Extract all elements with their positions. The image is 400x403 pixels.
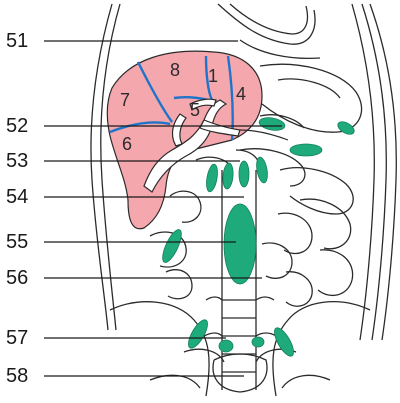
lymph-node xyxy=(271,325,297,359)
callout-57: 57 xyxy=(6,328,28,348)
segment-4-number: 4 xyxy=(236,84,246,104)
lymph-node xyxy=(290,144,322,156)
callout-54: 54 xyxy=(6,187,28,207)
lymph-node xyxy=(258,116,286,132)
segment-1-number: 1 xyxy=(208,66,218,86)
callout-51: 51 xyxy=(6,31,28,51)
lymph-node xyxy=(222,163,234,190)
lymph-node xyxy=(336,119,357,137)
segment-7-number: 7 xyxy=(120,90,130,110)
lymph-node xyxy=(205,163,220,192)
callout-58: 58 xyxy=(6,366,28,386)
lymph-node xyxy=(224,204,256,284)
callout-53: 53 xyxy=(6,151,28,171)
lymph-node xyxy=(255,156,269,183)
callout-52: 52 xyxy=(6,116,28,136)
segment-8-number: 8 xyxy=(170,60,180,80)
callout-55: 55 xyxy=(6,232,28,252)
callout-56: 56 xyxy=(6,268,28,288)
lymph-node xyxy=(219,340,233,352)
lymph-node xyxy=(252,337,264,347)
lymph-node xyxy=(239,161,249,187)
segment-5-number: 5 xyxy=(190,100,200,120)
segment-6-number: 6 xyxy=(122,134,132,154)
